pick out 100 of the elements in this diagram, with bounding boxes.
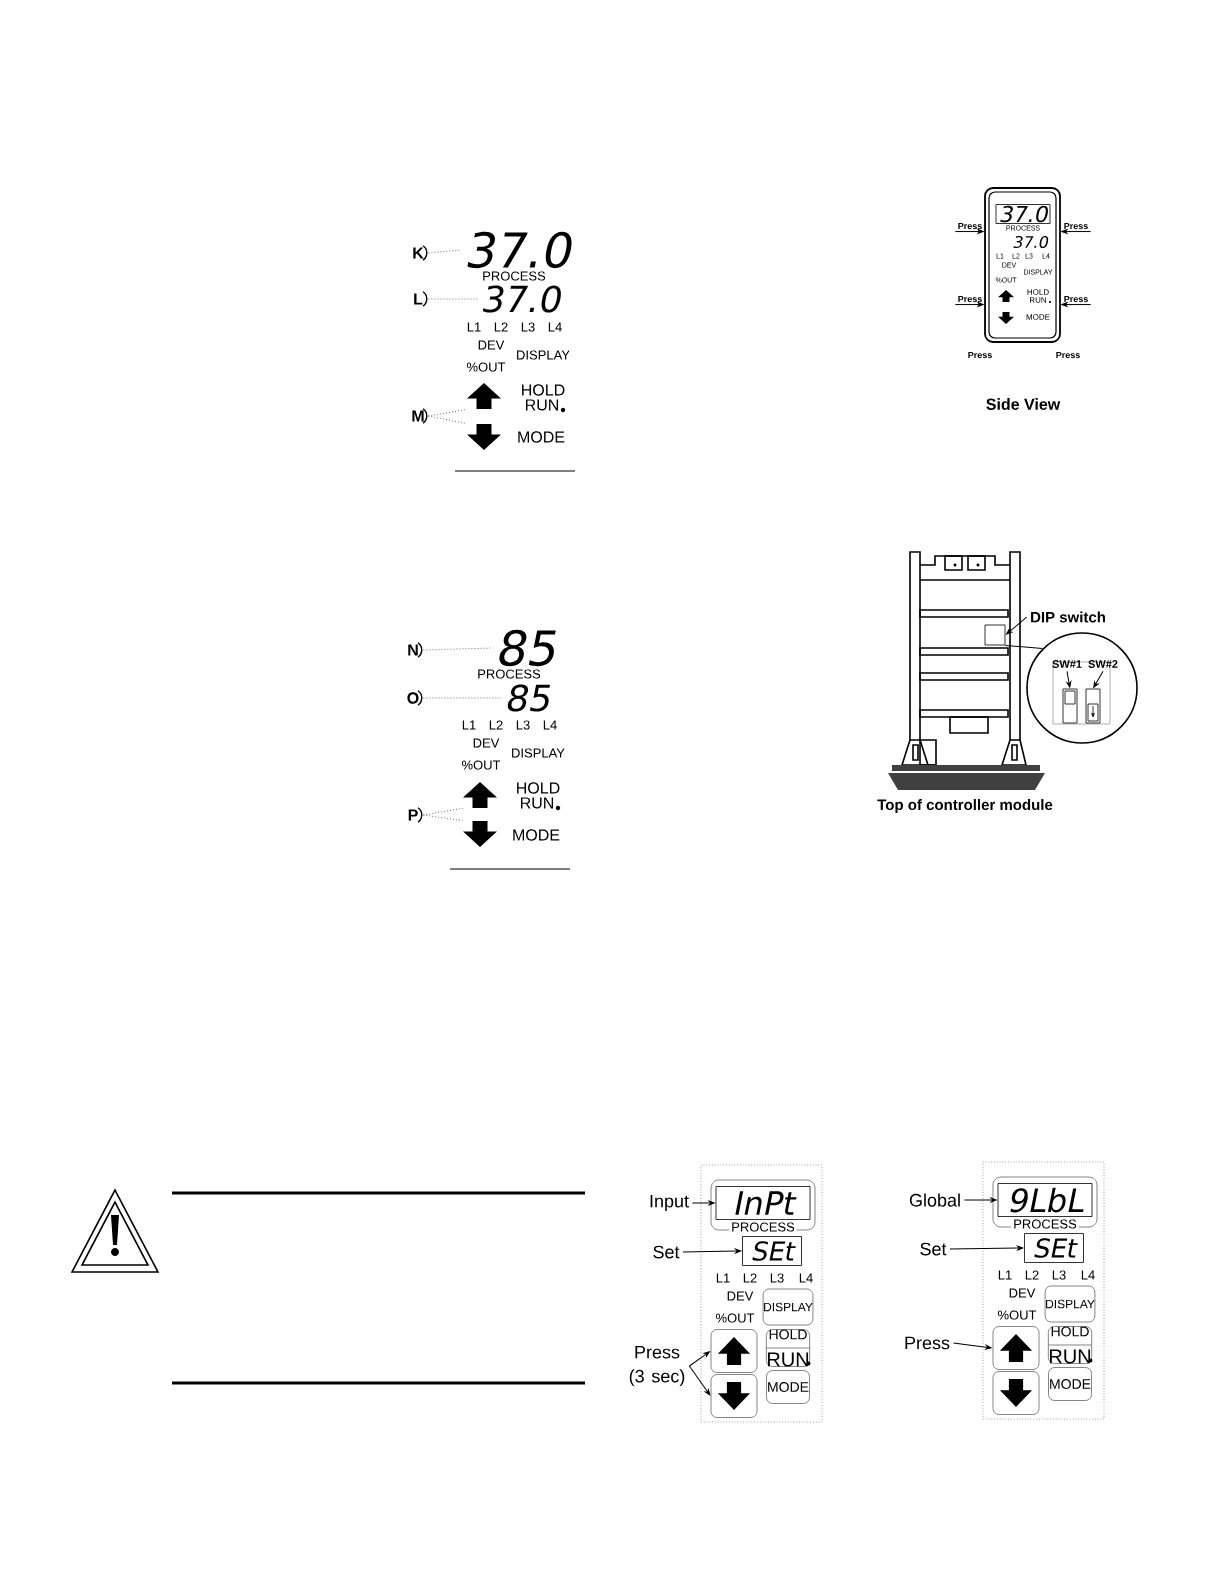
panel-label: L1: [998, 1270, 1012, 1280]
pointer-arrow: [682, 1248, 742, 1254]
arrow-key-button: [710, 1374, 758, 1418]
arrow-key-button: [710, 1329, 758, 1373]
panel-label: L1: [467, 322, 481, 332]
display-readout: 37.0: [995, 204, 1051, 224]
panel-label: DISPLAY: [512, 748, 565, 758]
panel-label: HOLD: [522, 384, 565, 396]
pointer-arrow: [963, 1197, 997, 1203]
panel-label: L2: [743, 1273, 757, 1283]
panel-label: L1: [462, 720, 476, 730]
callout-letter: K: [413, 247, 424, 259]
key-button: HOLD RUN: [765, 1329, 811, 1367]
display-readout: 37.0: [467, 231, 572, 269]
switch-slot: [1062, 688, 1078, 724]
magnifier-circle: [1026, 632, 1138, 744]
display-readout: 85: [507, 684, 551, 712]
callout-label: Input: [650, 1194, 689, 1212]
callout-letter: M: [412, 410, 424, 422]
pointer-arrow: [1066, 670, 1072, 688]
callout-label: Global: [909, 1193, 960, 1207]
display-readout: 37.0: [1013, 235, 1049, 249]
panel-label: L3: [770, 1273, 784, 1283]
callout-letter: N: [408, 644, 418, 656]
panel-label: PROCESS: [1011, 1217, 1079, 1231]
panel-label: L4: [543, 720, 557, 730]
key-button: MODE: [766, 1370, 810, 1404]
panel-label: DEV: [727, 1291, 754, 1301]
arrow-key: [463, 821, 497, 847]
display-readout: InPt: [715, 1186, 811, 1220]
callout-letter: O: [407, 692, 419, 704]
panel-label: L2: [494, 322, 508, 332]
display-readout: 37.0: [482, 285, 561, 313]
leader-line: [427, 415, 468, 425]
leader-line: [422, 647, 493, 651]
panel-label: L4: [799, 1273, 813, 1283]
panel-label: L1: [716, 1273, 730, 1283]
panel-label: DISPLAY: [517, 350, 570, 360]
panel-label: HOLD: [1027, 289, 1049, 295]
panel-label: DEV: [478, 340, 505, 350]
key-button: DISPLAY: [762, 1288, 814, 1326]
callout-letter: P: [408, 809, 418, 821]
panel-label: MODE: [513, 829, 560, 841]
panel-label: %OUT: [715, 1313, 755, 1323]
press-label: Press: [1064, 295, 1088, 303]
key-button: HOLD RUN: [1047, 1326, 1093, 1364]
pointer-arrow: [1006, 616, 1028, 635]
panel-label: L3: [1052, 1270, 1066, 1280]
dip-switch-box: [984, 624, 1006, 646]
display-readout: SEt: [1024, 1233, 1084, 1263]
pointer-arrow: [949, 1245, 1024, 1251]
key-button: MODE: [1048, 1367, 1092, 1401]
key-button: DISPLAY: [1044, 1285, 1096, 1323]
callout-label: Press: [905, 1336, 950, 1350]
panel-label: L2: [489, 720, 503, 730]
callout-label: SW#1: [1052, 660, 1082, 668]
press-label: Press: [958, 295, 982, 303]
pointer-arrow: [688, 1351, 710, 1367]
panel-label: PROCESS: [478, 669, 541, 679]
pointer-arrow: [1061, 229, 1092, 234]
display-readout: 9LbL: [997, 1183, 1093, 1217]
pointer-arrow: [688, 1365, 711, 1396]
panel-label: DEV: [473, 738, 500, 748]
panel-label: MODE: [1026, 314, 1050, 320]
leader-line: [427, 249, 462, 254]
panel-label: RUN: [521, 797, 554, 809]
arrow-key: [463, 782, 497, 808]
panel-label: L2: [1025, 1270, 1039, 1280]
callout-label: Press (3 sec): [629, 1345, 685, 1387]
press-label: Press: [1064, 222, 1088, 230]
callout-label: Set: [920, 1242, 947, 1256]
pointer-arrow: [954, 229, 984, 234]
leader-line: [427, 298, 478, 300]
panel-label: PROCESS: [729, 1220, 797, 1234]
panel-label: HOLD: [517, 782, 560, 794]
callout-label: SW#2: [1088, 660, 1118, 668]
arrow-key-button: [992, 1326, 1040, 1370]
leader-line: [1004, 644, 1044, 650]
callout-label: DIP switch: [1031, 611, 1105, 623]
panel-label: Top of controller module: [877, 799, 1053, 813]
panel-label: L3: [516, 720, 530, 730]
leader-line: [422, 814, 464, 822]
callout-letter: L: [414, 293, 423, 305]
panel-label: Press: [968, 351, 992, 359]
panel-label: L3: [521, 322, 535, 332]
panel-label: L4: [1081, 1270, 1095, 1280]
panel-label: RUN: [526, 399, 559, 411]
switch-slot: [1085, 688, 1101, 724]
pointer-arrow: [952, 1342, 992, 1350]
panel-label: DEV: [1009, 1288, 1036, 1298]
panel-label: %OUT: [998, 1310, 1037, 1320]
panel-label: Press: [1056, 351, 1080, 359]
arrow-key-button: [992, 1371, 1040, 1415]
panel-label: %OUT: [461, 760, 501, 770]
panel-label: Side View: [986, 398, 1061, 410]
display-readout: SEt: [742, 1236, 802, 1266]
panel-label: MODE: [518, 431, 565, 443]
arrow-key: [467, 383, 501, 409]
pointer-arrow: [1093, 670, 1104, 688]
press-label: Press: [958, 222, 982, 230]
